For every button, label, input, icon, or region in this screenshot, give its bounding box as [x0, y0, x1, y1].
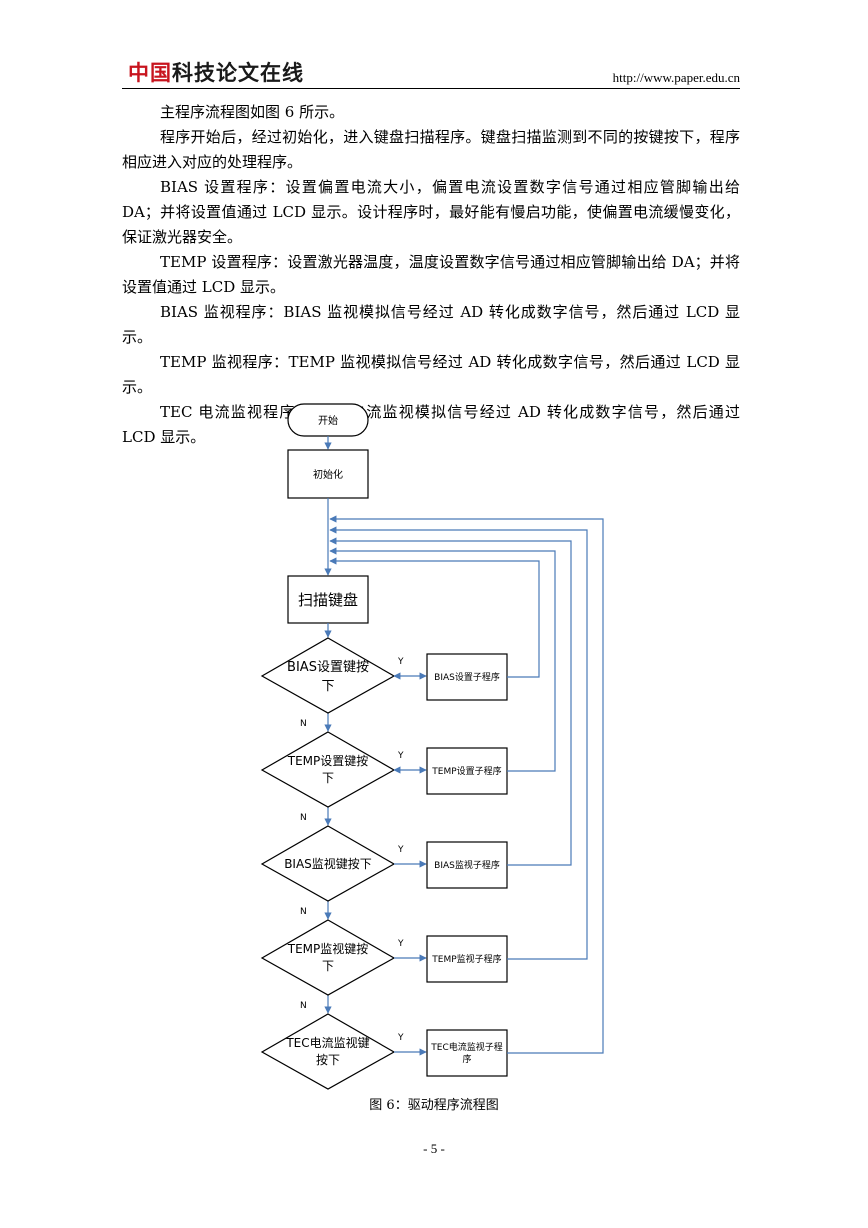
decision-temp-set: [260, 731, 396, 808]
yes-label: Y: [397, 751, 404, 761]
no-label: N: [300, 907, 307, 917]
no-label: N: [300, 813, 307, 823]
body-text: 主程序流程图如图 6 所示。 程序开始后，经过初始化，进入键盘扫描程序。键盘扫描…: [122, 100, 740, 450]
decision-label: 按下: [316, 1053, 340, 1067]
paragraph: TEMP 监视程序：TEMP 监视模拟信号经过 AD 转化成数字信号，然后通过 …: [122, 353, 740, 396]
decision-label: 下: [321, 679, 334, 694]
decision-label: BIAS设置键按: [287, 660, 369, 675]
paragraph: TEMP 设置程序：设置激光器温度，温度设置数字信号通过相应管脚输出给 DA；并…: [122, 253, 740, 296]
decision-label: TEC电流监视键: [285, 1035, 369, 1050]
feedback-loop: [329, 515, 604, 1054]
logo-red-text: 中国: [128, 61, 172, 85]
init-label: 初始化: [313, 468, 343, 481]
page-number: - 5 -: [423, 1141, 445, 1156]
feedback-loop: [329, 547, 556, 772]
scan-box: [287, 575, 369, 624]
feedback-loop: [329, 557, 540, 678]
scan-label: 扫描键盘: [298, 591, 358, 609]
paragraph: 程序开始后，经过初始化，进入键盘扫描程序。键盘扫描监测到不同的按键按下，程序相应…: [122, 128, 740, 171]
decision-label: BIAS监视键按下: [284, 856, 372, 871]
paragraph: BIAS 设置程序：设置偏置电流大小，偏置电流设置数字信号通过相应管脚输出给 D…: [122, 178, 740, 246]
decision-bias-set: [260, 637, 396, 714]
subroutine-label: 序: [462, 1053, 471, 1065]
paragraph: 主程序流程图如图 6 所示。: [160, 103, 345, 121]
subroutine-label: TEMP监视子程序: [431, 953, 501, 965]
init-box: [287, 449, 369, 499]
yes-label: Y: [397, 657, 404, 667]
decision-tec-monitor: [260, 1013, 396, 1090]
page-header: 中国科技论文在线 http://www.paper.edu.cn: [128, 60, 740, 90]
figure-caption: 图 6：驱动程序流程图: [369, 1098, 499, 1113]
yes-label: Y: [397, 1033, 404, 1043]
no-label: N: [300, 719, 307, 729]
feedback-loop: [329, 526, 588, 960]
subroutine-bias-monitor: [426, 841, 508, 889]
subroutine-label: TEC电流监视子程: [430, 1041, 502, 1053]
decision-temp-monitor: [260, 919, 396, 996]
feedback-loop: [329, 537, 572, 866]
yes-label: Y: [397, 845, 404, 855]
subroutine-bias-set: [426, 653, 508, 701]
header-url[interactable]: http://www.paper.edu.cn: [612, 70, 740, 85]
start-label: 开始: [318, 414, 338, 427]
header-rule: [122, 88, 740, 89]
decision-label: 下: [322, 959, 334, 973]
subroutine-label: BIAS监视子程序: [434, 859, 500, 871]
subroutine-tec-monitor: [426, 1029, 508, 1077]
decision-label: TEMP设置键按: [287, 754, 369, 768]
subroutine-label: TEMP设置子程序: [431, 765, 501, 777]
subroutine-label: BIAS设置子程序: [434, 671, 500, 683]
decision-label: 下: [322, 771, 334, 785]
logo-dark-text: 科技论文在线: [172, 61, 304, 85]
journal-logo: 中国科技论文在线: [128, 60, 304, 86]
decision-bias-monitor: [260, 825, 396, 902]
no-label: N: [300, 1001, 307, 1011]
yes-label: Y: [397, 939, 404, 949]
paragraph: BIAS 监视程序：BIAS 监视模拟信号经过 AD 转化成数字信号，然后通过 …: [122, 303, 740, 346]
subroutine-temp-monitor: [426, 935, 508, 983]
decision-label: TEMP监视键按: [287, 941, 369, 956]
